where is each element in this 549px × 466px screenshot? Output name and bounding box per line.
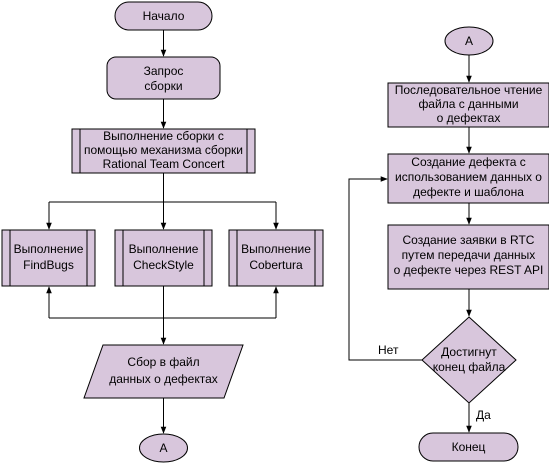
create-request-label-1: Создание заявки в RTC (403, 233, 535, 247)
findbugs-label-2: FindBugs (23, 258, 74, 272)
request-build-label-2: сборки (144, 79, 182, 93)
connector-a-label: A (159, 441, 167, 455)
request-build-label-1: Запрос (144, 64, 184, 78)
findbugs-label-1: Выполнение (14, 242, 84, 256)
decision-label-2: конец файла (433, 360, 506, 374)
yes-label: Да (476, 408, 491, 422)
no-label: Нет (378, 343, 399, 357)
cobertura-label-2: Cobertura (249, 258, 303, 272)
build-process-label-1: Выполнение сборки с (103, 129, 224, 143)
collect-data-label-1: Сбор в файл (127, 355, 199, 369)
connector-a-top: A (444, 26, 494, 56)
end-label: Конец (452, 440, 486, 454)
start-label: Начало (143, 9, 185, 23)
no-loop-line (348, 176, 422, 361)
read-file-label-1: Последовательное чтение (395, 83, 543, 97)
checkstyle-label-2: CheckStyle (133, 258, 194, 272)
request-build-box: Запрос сборки (106, 56, 221, 100)
read-file-label-2: файла с данными (418, 97, 518, 111)
create-defect-label-1: Создание дефекта с (411, 155, 525, 169)
create-defect-label-2: использованием данных о (395, 170, 542, 184)
build-process-box: Выполнение сборки с помощью механизма сб… (71, 128, 256, 174)
connector-a-bottom: A (139, 433, 188, 463)
connector-a-label: A (465, 34, 473, 48)
findbugs-process-box: Выполнение FindBugs (1, 229, 96, 287)
collect-data-label-2: данных о дефектах (109, 372, 218, 386)
create-request-box: Создание заявки в RTC путем передачи дан… (387, 224, 549, 290)
collect-data-box: Сбор в файл данных о дефектах (83, 344, 244, 399)
start-terminal: Начало (114, 1, 213, 31)
read-file-label-3: о дефектах (437, 111, 501, 125)
decision-label-1: Достигнут (441, 345, 497, 359)
build-process-label-3: Rational Team Concert (103, 157, 226, 171)
create-request-label-3: о дефекте через REST API (394, 263, 544, 277)
build-process-label-2: помощью механизма сборки (84, 143, 243, 157)
cobertura-process-box: Выполнение Cobertura (228, 229, 324, 287)
create-defect-label-3: дефекте и шаблона (413, 185, 524, 199)
create-defect-box: Создание дефекта с использованием данных… (387, 153, 549, 204)
read-file-box: Последовательное чтение файла с данными … (387, 82, 549, 128)
checkstyle-process-box: Выполнение CheckStyle (114, 229, 213, 287)
end-of-file-decision: Достигнут конец файла (421, 316, 517, 404)
end-terminal: Конец (418, 432, 519, 462)
cobertura-label-1: Выполнение (241, 242, 311, 256)
checkstyle-label-1: Выполнение (129, 242, 199, 256)
create-request-label-2: путем передачи данных (402, 248, 536, 262)
